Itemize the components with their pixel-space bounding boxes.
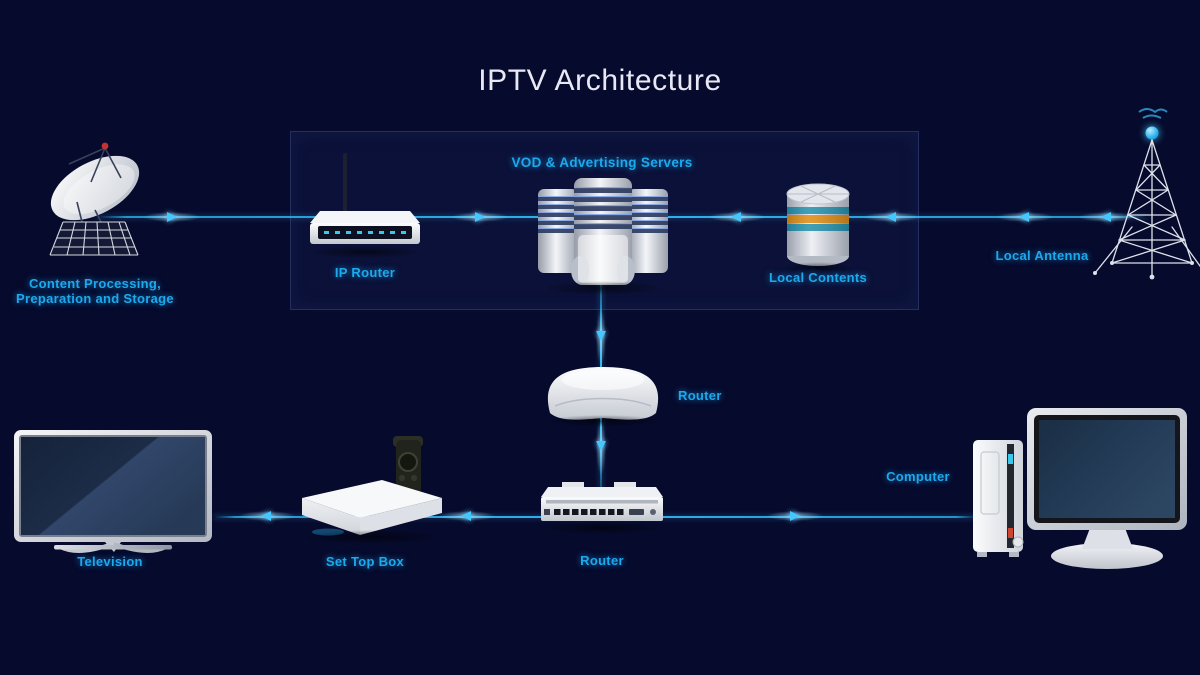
node-label: Router [678, 388, 722, 403]
satellite-dish-icon [49, 142, 140, 256]
device-shadow [543, 281, 663, 295]
arrow-left-icon [886, 212, 896, 222]
device-shadow [783, 262, 853, 274]
arrow-left-icon [731, 212, 741, 222]
arrow-left-icon [461, 511, 471, 521]
node-label: Content Processing, Preparation and Stor… [16, 276, 174, 306]
node-label: Set Top Box [325, 554, 405, 569]
node-distribution-router: Router [538, 355, 721, 430]
arrow-left-icon [1019, 212, 1029, 222]
node-computer: Computer [886, 402, 1195, 582]
server-stack-icon [538, 178, 668, 285]
node-content-processing: Content Processing, Preparation and Stor… [16, 138, 174, 306]
device-shadow [310, 246, 420, 258]
arrow-right-icon [790, 511, 800, 521]
node-local-contents: Local Contents [769, 178, 867, 285]
wireless-router-icon [547, 367, 659, 420]
arrow-left-icon [1101, 212, 1111, 222]
television-icon [14, 430, 212, 553]
remote-control-icon [393, 436, 423, 500]
arrow-right-icon [475, 212, 485, 222]
node-local-antenna: Local Antenna [996, 95, 1200, 290]
network-switch-icon [541, 482, 663, 521]
node-label: IP Router [334, 265, 396, 280]
node-ip-router: IP Router [300, 145, 430, 280]
node-label: Local Antenna [995, 248, 1089, 263]
node-set-top-box: Set Top Box [290, 420, 460, 569]
node-television: Television [8, 426, 223, 581]
node-label: Computer [886, 469, 950, 484]
device-shadow [302, 530, 442, 544]
node-label: Television [77, 554, 143, 569]
device-shadow [542, 522, 662, 534]
node-label-vod-servers: VOD & Advertising Servers [511, 155, 693, 170]
node-label: Router [580, 553, 624, 568]
database-icon [786, 183, 850, 266]
ip-router-icon [310, 153, 420, 244]
arrow-left-icon [261, 511, 271, 521]
node-label: Local Contents [768, 270, 868, 285]
arrow-down-icon [596, 331, 606, 341]
node-access-router: Router [532, 478, 672, 568]
arrow-down-icon [596, 441, 606, 451]
page-title: IPTV Architecture [478, 64, 722, 97]
set-top-box-icon [302, 436, 442, 536]
node-vod-servers [528, 175, 678, 295]
device-shadow [546, 415, 660, 427]
arrow-right-icon [167, 212, 177, 222]
computer-icon [973, 408, 1187, 569]
